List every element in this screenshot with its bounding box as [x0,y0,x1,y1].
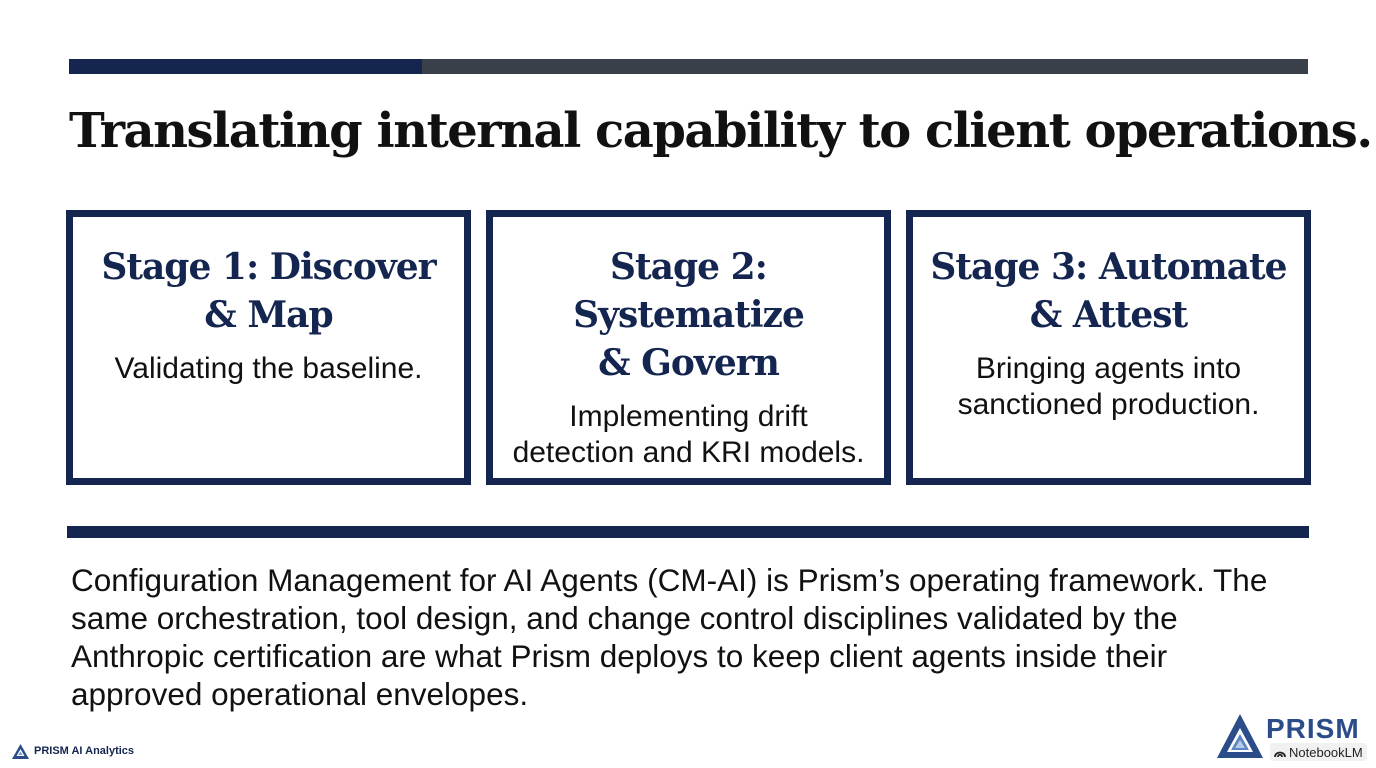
stage-title-line: Stage 1: Discover [101,246,436,288]
stage-desc-line: detection and KRI models. [512,436,865,469]
body-line: approved operational envelopes. [71,676,529,712]
stage-card-1: Stage 1: Discover & Map Validating the b… [66,210,471,485]
top-accent-bar [69,59,1308,74]
stage-card-title: Stage 3: Automate & Attest [921,243,1296,339]
notebooklm-label: NotebookLM [1289,744,1363,760]
stage-card-title: Stage 1: Discover & Map [81,243,456,339]
stage-title-line: & Govern [598,342,780,384]
stage-card-description: Bringing agents into sanctioned producti… [923,351,1294,423]
stage-card-3: Stage 3: Automate & Attest Bringing agen… [906,210,1311,485]
prism-wordmark: PRISM [1266,713,1360,744]
prism-triangle-icon [12,743,29,759]
body-line: Anthropic certification are what Prism d… [71,638,1168,674]
stage-title-line: Stage 3: Automate [930,246,1287,288]
stage-title-line: Stage 2: Systematize [573,246,805,336]
stage-desc-line: sanctioned production. [957,388,1260,421]
stage-title-line: & Attest [1029,294,1188,336]
footer-brand: PRISM AI Analytics [12,743,134,759]
body-paragraph: Configuration Management for AI Agents (… [71,561,1321,713]
stage-desc-line: Bringing agents into [975,352,1242,385]
prism-logo: PRISM NotebookLM [1216,712,1367,762]
stage-card-2: Stage 2: Systematize & Govern Implementi… [486,210,891,485]
stage-card-description: Implementing drift detection and KRI mod… [503,399,874,471]
notebooklm-badge: NotebookLM [1270,743,1367,761]
body-line: Configuration Management for AI Agents (… [71,562,1268,598]
section-divider [67,526,1309,538]
body-line: same orchestration, tool design, and cha… [71,600,1178,636]
top-accent-bar-highlight [69,59,422,74]
notebooklm-icon [1274,751,1286,757]
stage-title-line: & Map [204,294,333,336]
prism-logo-icon [1217,714,1263,758]
footer-brand-label: PRISM AI Analytics [34,745,135,757]
stage-desc-line: Validating the baseline. [114,352,423,385]
stage-card-title: Stage 2: Systematize & Govern [501,243,876,387]
stage-desc-line: Implementing drift [569,400,808,433]
stage-card-description: Validating the baseline. [83,351,454,387]
slide-title: Translating internal capability to clien… [69,103,1373,159]
